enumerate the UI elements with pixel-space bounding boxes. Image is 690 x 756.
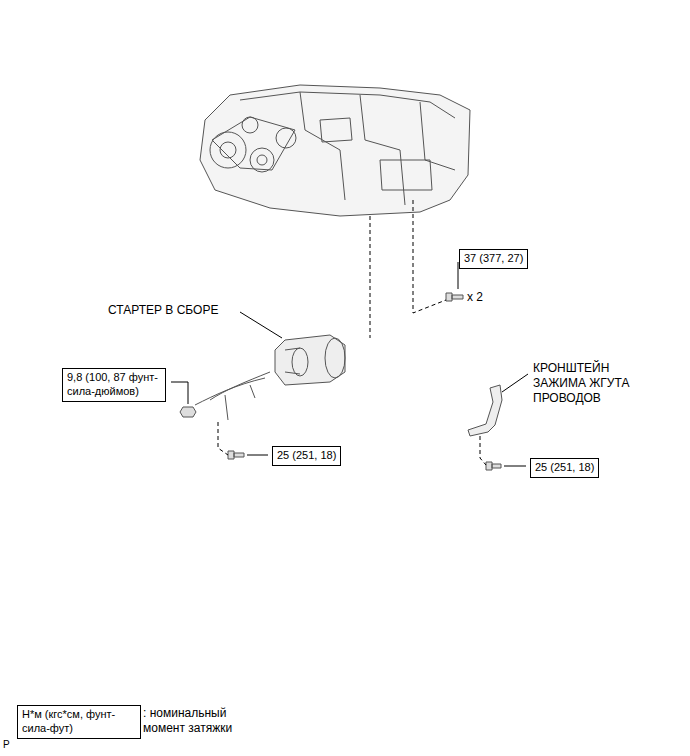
torque-value: 25 (251, 18)	[277, 449, 336, 463]
torque-value: Н*м (кгс*см, фунт-сила-фут)	[22, 708, 136, 736]
torque-box: 25 (251, 18)	[530, 458, 599, 478]
torque-box: 37 (377, 27)	[459, 249, 528, 269]
page-mark: P	[3, 739, 10, 752]
part-name: СТАРТЕР В СБОРЕ	[108, 303, 218, 318]
torque-box: 25 (251, 18)	[272, 446, 341, 466]
torque-value: 9,8 (100, 87 фунт-сила-дюймов)	[67, 371, 161, 399]
legend-torque-box: Н*м (кгс*см, фунт-сила-фут)	[17, 705, 141, 739]
torque-box: 9,8 (100, 87 фунт-сила-дюймов)	[62, 368, 166, 402]
torque-value: 37 (377, 27)	[464, 252, 523, 266]
torque-value: 25 (251, 18)	[535, 461, 594, 475]
part-name: КРОНШТЕЙН ЗАЖИМА ЖГУТА ПРОВОДОВ	[533, 361, 645, 406]
legend-text: : номинальный момент затяжки	[143, 706, 239, 736]
quantity-label: x 2	[467, 290, 483, 305]
